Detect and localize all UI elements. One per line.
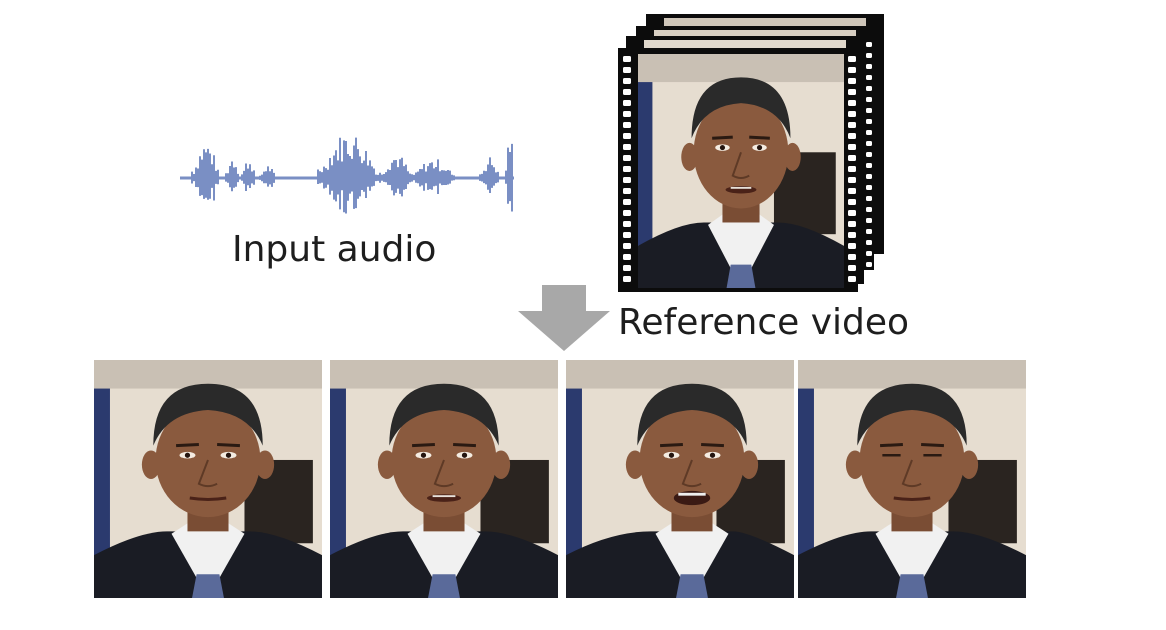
output-frame-3 <box>566 360 794 598</box>
output-frames-row <box>94 360 1026 598</box>
waveform-bursts <box>191 137 513 214</box>
film-sprocket-holes <box>623 42 872 282</box>
output-frame-2 <box>330 360 558 598</box>
film-frame-front <box>618 48 858 292</box>
output-frame-1 <box>94 360 322 598</box>
input-audio-label: Input audio <box>232 229 437 270</box>
reference-video-film-stack <box>618 14 884 292</box>
reference-video-label: Reference video <box>618 302 910 343</box>
reference-video-portrait <box>638 54 844 288</box>
down-arrow-icon <box>518 285 610 351</box>
audio-waveform <box>180 137 514 214</box>
output-frame-4 <box>798 360 1026 598</box>
